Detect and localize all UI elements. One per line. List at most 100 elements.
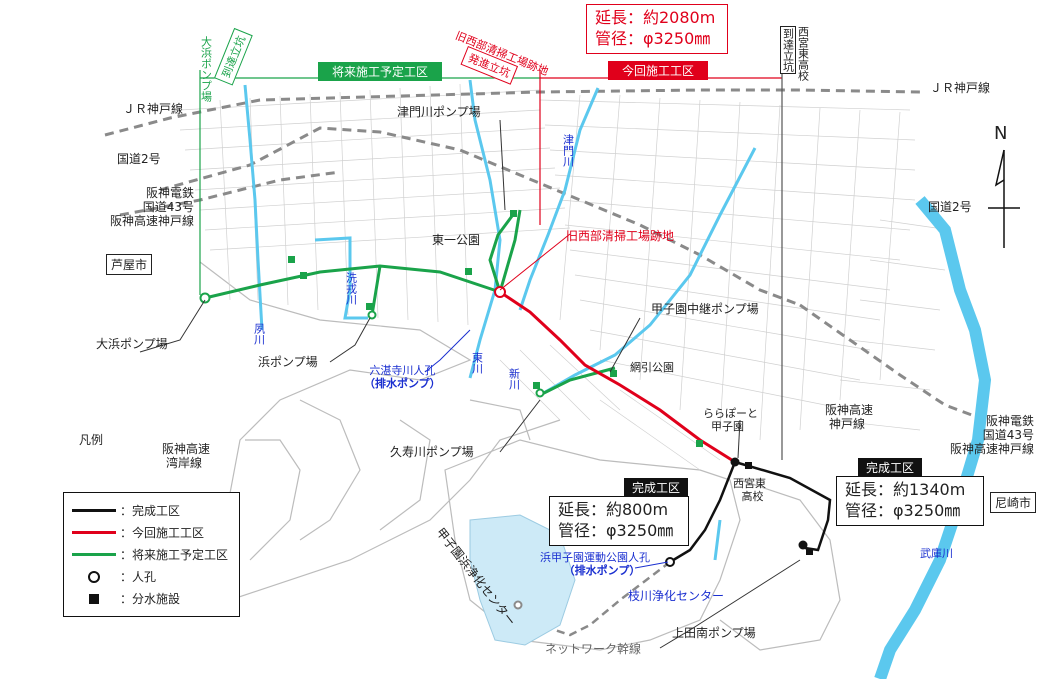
bayshore-label: 阪神高速 湾岸線 xyxy=(162,442,211,471)
kuzugawa-pump-label: 久寿川ポンプ場 xyxy=(390,445,474,459)
arrival-shaft-label-2: 到達立坑 xyxy=(780,26,796,74)
higashikawa-label: 東川 xyxy=(470,352,484,374)
future-section-route xyxy=(204,209,616,397)
hanshin-left-3: 阪神高速神戸線 xyxy=(110,213,195,228)
header-hama-pump: 大浜ポンプ場 xyxy=(199,36,213,102)
higashi-ichi-park-label: 東一公園 xyxy=(432,233,481,247)
nishinomiya-hs-2: 高校 xyxy=(741,489,764,503)
legend-future-label: ：将来施工予定工区 xyxy=(120,548,229,562)
rivers xyxy=(243,79,757,561)
shukugawa-river xyxy=(243,84,264,331)
hama-pump-label: 浜ポンプ場 xyxy=(258,355,318,369)
nishinomiya-higashi-hs-header: 西宮東高校 xyxy=(796,26,810,81)
north-label: N xyxy=(994,123,1008,144)
railways xyxy=(104,88,986,422)
right-length: 延長：約1340m xyxy=(845,480,966,499)
amagasaki-city-label: 尼崎市 xyxy=(990,492,1037,513)
rokutanji-2: （排水ポンプ） xyxy=(364,376,441,390)
mukogawa-label: 武庫川 xyxy=(920,547,953,560)
network-trunk-label: ネットワーク幹線 xyxy=(545,642,642,656)
lalaport-label: ららぽーと 甲子園 xyxy=(703,407,758,433)
center-diameter: 管径：φ3250㎜ xyxy=(558,520,674,540)
legend-title: 凡例 xyxy=(79,433,104,447)
bayshore-1: 阪神高速 xyxy=(162,442,211,456)
ohama-pump-label: 大浜ポンプ場 xyxy=(96,337,168,351)
tsumongawa-pump-label: 津門川ポンプ場 xyxy=(397,105,481,119)
lalaport-2: 甲子園 xyxy=(711,419,744,433)
manhole-icon xyxy=(72,570,116,583)
legend-future-swatch xyxy=(72,553,116,556)
hanshin-label-left: 阪神電鉄 国道43号 阪神高速神戸線 xyxy=(110,186,195,228)
coastline xyxy=(199,261,841,651)
current-section-tag: 今回施工工区 xyxy=(608,61,709,80)
tsumongawa-river xyxy=(539,147,757,397)
jr-label-right: ＪＲ神戸線 xyxy=(930,81,991,95)
legend-manhole: ：人孔 xyxy=(72,568,156,585)
rokutanji-manhole-label: 六湛寺川人孔 （排水ポンプ） xyxy=(364,364,441,390)
legend-completed-swatch xyxy=(72,509,116,512)
completed-tag-center: 完成工区 xyxy=(624,478,689,497)
legend-future: ：将来施工予定工区 xyxy=(72,546,228,563)
north-arrow-icon xyxy=(988,149,1020,248)
completed-spec-right: 延長：約1340m 管径：φ3250㎜ xyxy=(836,476,984,526)
diversion-facilities-black xyxy=(745,462,813,555)
amibiki-park-label: 網引公園 xyxy=(630,361,674,374)
hanshin-label-right: 阪神電鉄 国道43号 阪神高速神戸線 xyxy=(950,414,1035,456)
koshienhama-center-area xyxy=(469,514,576,646)
shukugawa-label: 夙川 xyxy=(252,323,266,345)
koshienhama-park-2: （排水ポンプ） xyxy=(563,563,641,577)
current-length: 延長：約2080m xyxy=(595,8,716,27)
edagawa-center-label: 枝川浄化センター xyxy=(628,589,725,603)
koshienhama-park-1: 浜甲子園運動公園人孔 xyxy=(540,551,650,564)
future-section-tag: 将来施工予定工区 xyxy=(318,62,443,81)
hanshin-right-3: 阪神高速神戸線 xyxy=(950,441,1035,456)
completed-spec-center: 延長：約800m 管径：φ3250㎜ xyxy=(549,496,689,546)
route2-label-left: 国道2号 xyxy=(117,152,161,166)
shinkawa-label: 新川 xyxy=(507,368,521,390)
araigawa-label: 洗戎川 xyxy=(344,272,358,305)
leader-lines xyxy=(139,119,801,649)
legend-diversion: ：分水施設 xyxy=(72,590,180,607)
legend-current: ：今回施工工区 xyxy=(72,524,204,541)
jr-label-left: ＪＲ神戸線 xyxy=(123,102,184,116)
rokutanji-1: 六湛寺川人孔 xyxy=(369,364,436,377)
completed-tag-right: 完成工区 xyxy=(858,458,923,477)
hanshin-exp-right-1: 阪神高速 xyxy=(825,403,874,417)
legend: ：完成工区 ：今回施工工区 ：将来施工予定工区 ：人孔 ：分水施設 xyxy=(63,492,240,617)
hanshin-left-1: 阪神電鉄 xyxy=(146,186,195,200)
hanshin-left-2: 国道43号 xyxy=(142,199,195,214)
ueda-minami-pump-label: 上田南ポンプ場 xyxy=(672,626,756,640)
koshienhama-park-manhole-label: 浜甲子園運動公園人孔 （排水ポンプ） xyxy=(540,551,650,577)
legend-current-label: ：今回施工工区 xyxy=(120,526,205,540)
center-length: 延長：約800m xyxy=(558,500,669,519)
lalaport-1: ららぽーと xyxy=(703,407,758,420)
tsumongawa-label: 津門川 xyxy=(561,134,575,167)
completed-section-route xyxy=(669,460,832,564)
bayshore-2: 湾岸線 xyxy=(166,455,203,470)
current-section-route xyxy=(499,290,736,464)
manholes xyxy=(199,286,675,610)
hanshin-exp-right-2: 神戸線 xyxy=(829,416,866,431)
legend-manhole-label: ：人孔 xyxy=(120,570,157,584)
nishinomiya-hs-1: 西宮東 xyxy=(733,477,766,490)
legend-completed: ：完成工区 xyxy=(72,502,180,519)
manholes-solid xyxy=(730,457,808,550)
former-site-label: 旧西部清掃工場跡地 xyxy=(566,229,675,243)
diversion-facilities xyxy=(288,210,703,447)
current-section-spec: 延長：約2080m 管径：φ3250㎜ xyxy=(586,4,728,54)
route2-label-right: 国道2号 xyxy=(928,200,972,214)
right-diameter: 管径：φ3250㎜ xyxy=(845,500,961,520)
diversion-facility-icon xyxy=(72,593,116,604)
koshien-relay-pump-label: 甲子園中継ポンプ場 xyxy=(651,302,759,316)
hanshin-expressway-label-right: 阪神高速 神戸線 xyxy=(825,403,874,432)
legend-completed-label: ：完成工区 xyxy=(120,504,181,518)
legend-current-swatch xyxy=(72,531,116,534)
hanshin-right-1: 阪神電鉄 xyxy=(986,414,1035,428)
mukogawa-river xyxy=(874,196,992,681)
ashiya-city-label: 芦屋市 xyxy=(106,254,153,275)
hanshin-right-2: 国道43号 xyxy=(982,427,1035,442)
current-diameter: 管径：φ3250㎜ xyxy=(595,28,711,48)
higashikawa-river xyxy=(468,79,502,379)
